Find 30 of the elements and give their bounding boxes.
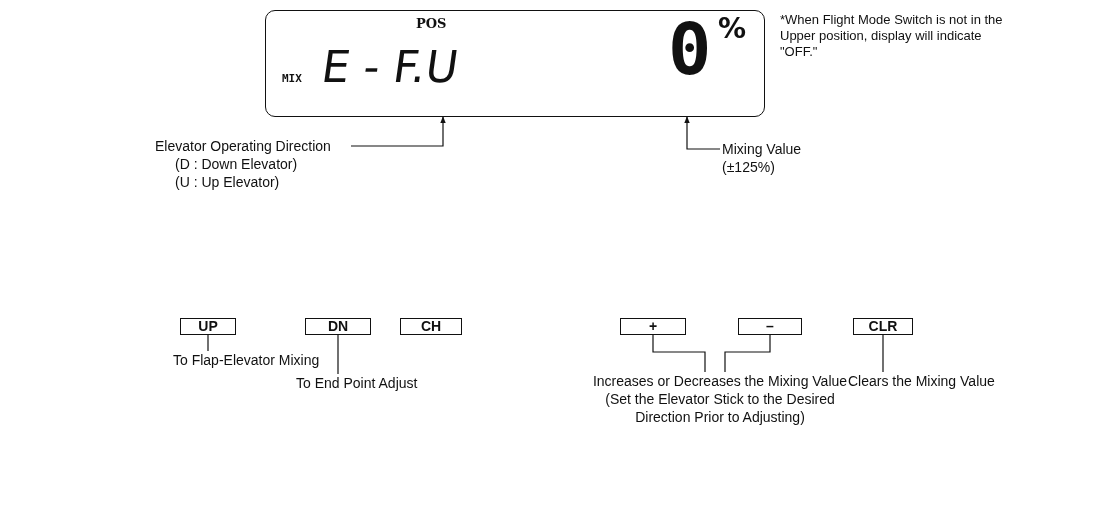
keypad-key: – xyxy=(738,318,802,335)
range-text: (±125%) xyxy=(722,158,775,176)
callout-text: Clears the Mixing Value xyxy=(848,372,995,390)
keypad-key: CLR xyxy=(853,318,913,335)
callout-text: Mixing Value xyxy=(722,140,802,158)
pos-indicator: POS xyxy=(416,17,447,30)
note-text: *When Flight Mode Switch is not in the Upper position, display will indicate "OFF." xyxy=(780,12,1004,60)
legend-line: (U : Up Elevator) xyxy=(175,173,280,191)
leader-line xyxy=(337,334,339,375)
percent-sign: % xyxy=(718,15,747,43)
callout-text: Increases or Decreases the Mixing Value xyxy=(592,372,848,390)
leader-line xyxy=(207,334,209,352)
leader-line xyxy=(652,334,706,373)
leader-line xyxy=(882,334,884,373)
leader-line xyxy=(684,116,721,150)
lcd-readout: E - F.U xyxy=(318,45,462,89)
note-text: (Set the Elevator Stick to the Desired Direction Prior to Adjusting) xyxy=(604,390,836,426)
keypad-key: + xyxy=(620,318,686,335)
leader-line xyxy=(724,334,771,373)
keypad-key: DN xyxy=(305,318,371,335)
callout-text: To End Point Adjust xyxy=(296,374,418,392)
mix-indicator: MIX xyxy=(282,73,302,84)
keypad-key: CH xyxy=(400,318,462,335)
callout-text: To Flap-Elevator Mixing xyxy=(173,351,320,369)
lcd-display xyxy=(265,10,765,117)
lcd-digit: 0 xyxy=(668,13,712,85)
legend-line: (D : Down Elevator) xyxy=(175,155,298,173)
callout-text: Elevator Operating Direction xyxy=(155,137,331,155)
keypad-key: UP xyxy=(180,318,236,335)
leader-line xyxy=(350,116,446,147)
